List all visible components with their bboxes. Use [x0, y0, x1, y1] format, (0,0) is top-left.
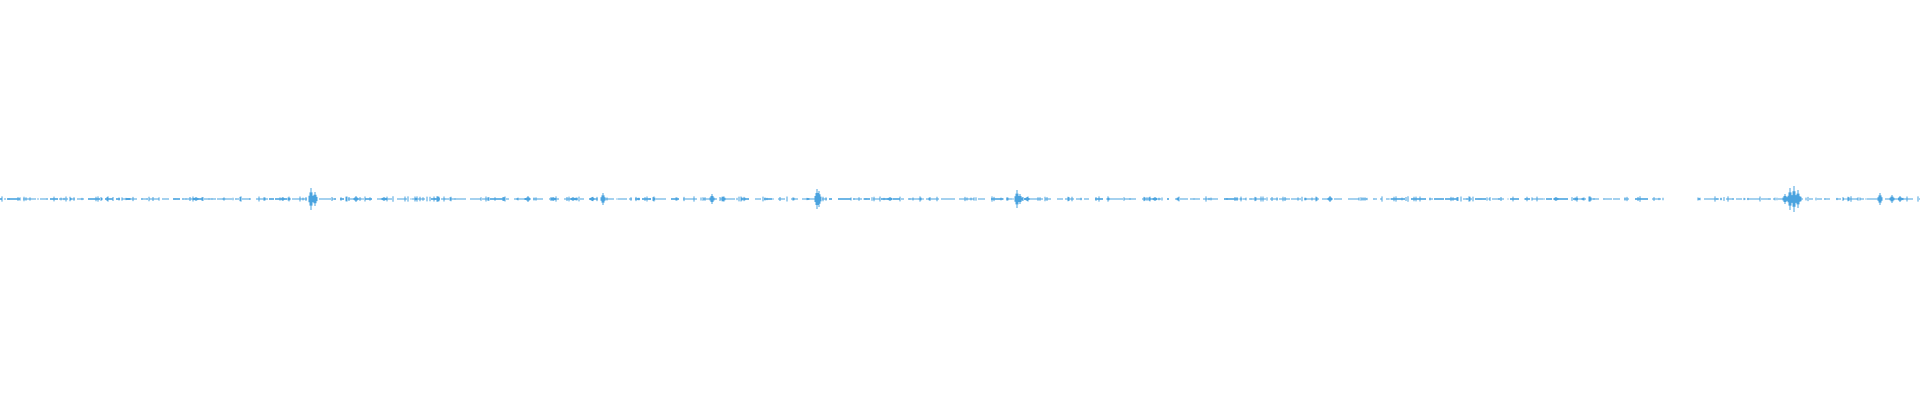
waveform-baseline	[0, 196, 1920, 202]
waveform-peaks	[125, 186, 1903, 212]
